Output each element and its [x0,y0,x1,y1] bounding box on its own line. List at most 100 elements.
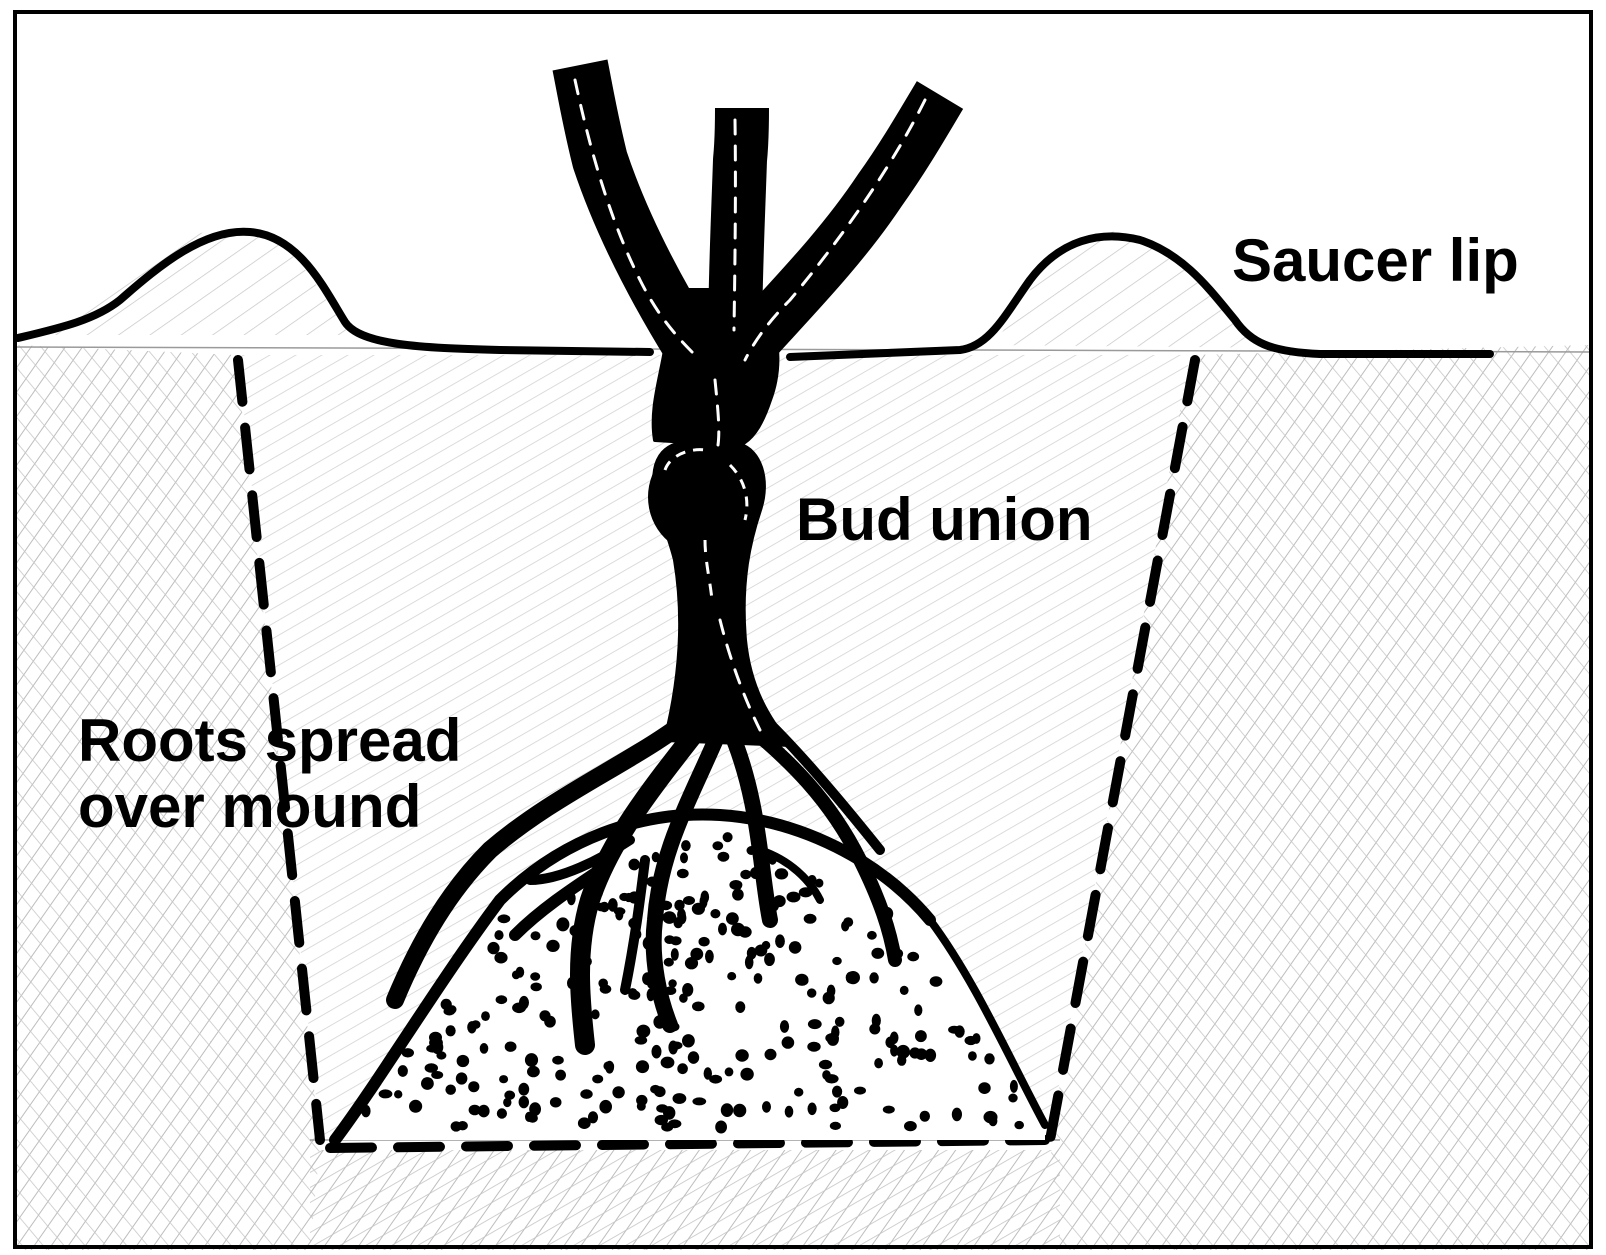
gravel-dot [524,1053,539,1067]
gravel-dot [733,1103,747,1118]
gravel-dot [788,941,802,954]
gravel-dot [361,1104,371,1118]
gravel-dot [424,1063,438,1073]
gravel-dot [552,1055,564,1065]
gravel-dot [978,1082,991,1094]
gravel-dot [722,832,733,843]
gravel-dot [681,840,691,852]
gravel-dot [983,1110,998,1124]
gravel-dot [764,1048,777,1061]
gravel-dot [796,976,809,986]
roots-label: Roots spread over mound [78,708,461,840]
gravel-dot [854,1086,866,1095]
roots-label-line-2: over mound [78,773,422,840]
gravel-dot [882,1105,895,1114]
gravel-dot [530,972,541,981]
gravel-dot [690,947,704,961]
gravel-dot [504,1041,517,1052]
gravel-dot [703,1067,712,1080]
gravel-dot [807,1019,822,1030]
gravel-dot [468,1081,480,1093]
gravel-dot [687,1051,700,1064]
diagram-frame [13,10,1593,1249]
gravel-dot [664,935,675,944]
gravel-dot [546,939,560,953]
gravel-dot [479,1043,489,1054]
gravel-dot [709,1074,723,1084]
gravel-dot [445,1025,456,1037]
gravel-dot [735,1049,749,1062]
gravel-dot [494,951,508,964]
gravel-dot [715,1120,727,1134]
gravel-dot [867,930,877,940]
gravel-dot [429,1031,442,1044]
gravel-dot [915,1030,927,1043]
ground-surface-saucer-line [14,227,1494,361]
gravel-dot [775,934,785,948]
gravel-dot [478,1104,490,1118]
soil-right [1050,345,1590,1250]
gravel-dot [807,988,817,998]
gravel-dot [668,979,677,988]
gravel-dot [450,1121,462,1132]
gravel-dot [907,951,920,962]
gravel-dot [698,936,710,947]
gravel-dot [1008,1093,1018,1103]
gravel-dot [710,909,721,919]
gravel-dot [948,1025,961,1034]
gravel-dot [623,892,634,903]
gravel-dot [1009,1079,1018,1093]
gravel-dot [822,991,835,1005]
gravel-dot [779,1020,790,1033]
gravel-dot [527,1113,538,1123]
gravel-dot [874,1058,883,1069]
gravel-dot [544,1015,556,1028]
gravel-dot [401,1048,414,1058]
gravel-dot [612,1086,625,1099]
gravel-dot [815,878,824,888]
tree-branches [552,59,964,369]
gravel-dot [591,1009,600,1020]
gravel-dot [397,1065,408,1077]
gravel-dot [726,912,739,925]
gravel-dot [495,995,508,1005]
gravel-dot [603,1061,615,1071]
gravel-dot [735,1001,746,1013]
gravel-dot [443,1007,456,1016]
gravel-dot [753,973,763,984]
gravel-dot [822,1070,831,1080]
gravel-dot [530,931,541,941]
gravel-dot [529,1102,541,1116]
gravel-dot [692,1097,707,1106]
gravel-dot [951,1107,963,1122]
gravel-dot [744,955,754,970]
gravel-dot [904,1121,917,1132]
gravel-dot [496,1108,507,1119]
gravel-dot [677,1063,688,1075]
gravel-dot [720,1103,734,1117]
gravel-dot [724,1067,734,1077]
gravel-dot [634,1036,648,1045]
gravel-dot [670,948,679,961]
gravel-dot [781,1036,795,1049]
gravel-dot [929,976,943,987]
gravel-dot [669,1041,683,1050]
gravel-dot [592,1074,604,1084]
gravel-dot [677,908,686,922]
saucer-lip-label: Saucer lip [1232,227,1519,294]
gravel-dot [455,1072,468,1085]
gravel-dot [731,922,745,937]
gravel-dot [896,1044,910,1059]
gravel-dot [834,1016,845,1027]
gravel-dot [705,949,714,964]
gravel-dot [676,868,689,879]
gravel-dot [727,972,737,981]
gravel-dot [784,1105,794,1118]
gravel-dot [968,1051,977,1061]
gravel-dot [555,1069,566,1081]
gravel-dot [527,1065,540,1078]
gravel-dot [732,888,744,901]
gravel-dot [503,1097,512,1108]
gravel-dot [964,1035,978,1046]
